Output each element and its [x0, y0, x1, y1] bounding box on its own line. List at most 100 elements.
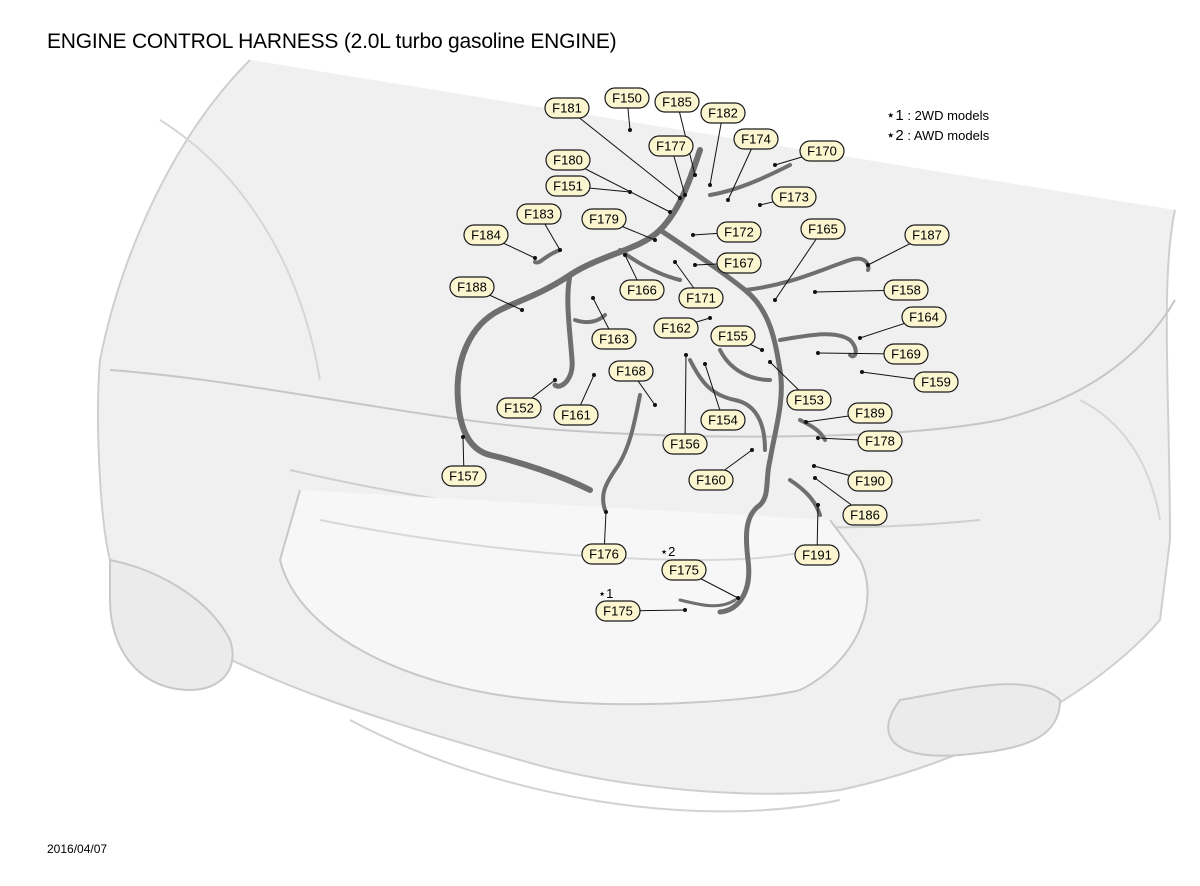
connector-point	[773, 298, 777, 302]
connector-point	[816, 351, 820, 355]
leader-line	[566, 107, 681, 199]
leader-line	[709, 112, 724, 186]
document-date: 2016/04/07	[47, 842, 108, 856]
connector-callout-f173: F173	[758, 186, 817, 208]
connector-point	[653, 403, 657, 407]
connector-point	[533, 256, 537, 260]
connector-label-box	[463, 224, 509, 246]
connector-label-box	[608, 360, 654, 382]
connector-label-f154: F154	[708, 413, 738, 428]
connector-label-box	[786, 389, 832, 411]
connector-label-f167: F167	[724, 256, 754, 271]
connector-label-box	[847, 402, 893, 424]
connector-point	[623, 253, 627, 257]
connector-point	[668, 210, 672, 214]
connector-label-box	[449, 276, 495, 298]
connector-label-box	[883, 279, 929, 301]
connector-label-box	[688, 469, 734, 491]
connector-label-f184: F184	[471, 228, 501, 243]
connector-label-box	[516, 203, 562, 225]
connector-callout-f151: F151	[545, 175, 632, 197]
connector-callout-f190: F190	[812, 464, 893, 492]
connector-label-f177: F177	[656, 139, 686, 154]
connector-point	[604, 510, 608, 514]
connector-label-f187: F187	[912, 228, 942, 243]
connector-callout-f156: F156	[662, 353, 708, 455]
connector-callout-f170: F170	[773, 140, 845, 167]
harness-wiring	[454, 147, 871, 615]
connector-point	[628, 128, 632, 132]
connector-label-box	[662, 433, 708, 455]
connector-label-f160: F160	[696, 473, 726, 488]
connector-point	[628, 190, 632, 194]
f175-awd-note: ⋆2	[660, 544, 675, 559]
connector-label-box	[441, 465, 487, 487]
connector-label-f173: F173	[779, 190, 809, 205]
connector-label-f180: F180	[553, 153, 583, 168]
connector-point	[736, 596, 740, 600]
connector-callout-f155: F155	[710, 325, 764, 352]
connector-label-f162: F162	[661, 321, 691, 336]
connector-point	[758, 203, 762, 207]
connector-point	[768, 360, 772, 364]
connector-callout-f175: F175	[595, 600, 687, 622]
connector-label-f188: F188	[457, 280, 487, 295]
connector-label-f189: F189	[855, 406, 885, 421]
connector-label-box	[545, 149, 591, 171]
connector-callout-f187: F187	[866, 224, 950, 267]
connector-callout-f157: F157	[441, 435, 487, 487]
connector-label-f168: F168	[616, 364, 646, 379]
connector-callout-f158: F158	[813, 279, 929, 301]
connector-point	[760, 348, 764, 352]
connector-point	[866, 263, 870, 267]
connector-label-box	[648, 135, 694, 157]
connector-point	[708, 316, 712, 320]
connector-label-f153: F153	[794, 393, 824, 408]
connector-point	[708, 183, 712, 187]
connector-point	[860, 370, 864, 374]
connector-callout-f175: F175	[661, 559, 740, 600]
connector-callout-f152: F152	[496, 378, 557, 419]
connector-point	[750, 448, 754, 452]
connector-label-box	[883, 343, 929, 365]
connector-label-box	[710, 325, 756, 347]
connector-label-f174: F174	[741, 132, 771, 147]
connector-point	[684, 353, 688, 357]
connector-label-f171: F171	[686, 291, 716, 306]
connector-label-box	[700, 409, 746, 431]
connector-callout-f176: F176	[581, 510, 627, 565]
connector-point	[804, 420, 808, 424]
vehicle-bumper-illustration	[97, 59, 1176, 813]
connector-callout-f171: F171	[673, 260, 724, 309]
connector-label-box	[700, 102, 746, 124]
connector-point	[812, 464, 816, 468]
connector-label-f159: F159	[921, 375, 951, 390]
connector-point	[858, 336, 862, 340]
connector-point	[673, 260, 677, 264]
connector-point	[678, 196, 682, 200]
connector-label-box	[654, 91, 700, 113]
connector-callout-f177: F177	[648, 135, 694, 197]
connector-label-box	[733, 128, 779, 150]
connector-label-f163: F163	[599, 332, 629, 347]
connector-label-f152: F152	[504, 401, 534, 416]
connector-point	[591, 296, 595, 300]
connector-point	[703, 362, 707, 366]
connector-label-f185: F185	[662, 95, 692, 110]
connector-label-f165: F165	[808, 222, 838, 237]
connector-label-f166: F166	[627, 283, 657, 298]
connector-label-f170: F170	[807, 144, 837, 159]
connector-label-box	[904, 224, 950, 246]
connector-label-f176: F176	[589, 547, 619, 562]
connector-label-box	[661, 559, 707, 581]
connector-callout-f189: F189	[804, 402, 893, 424]
connector-label-box	[595, 600, 641, 622]
connector-point	[773, 163, 777, 167]
connector-callout-f150: F150	[604, 87, 650, 132]
connector-point	[693, 263, 697, 267]
connector-callout-f186: F186	[813, 476, 888, 526]
connector-label-f157: F157	[449, 469, 479, 484]
connector-callout-f178: F178	[816, 430, 903, 452]
connector-label-f186: F186	[850, 508, 880, 523]
